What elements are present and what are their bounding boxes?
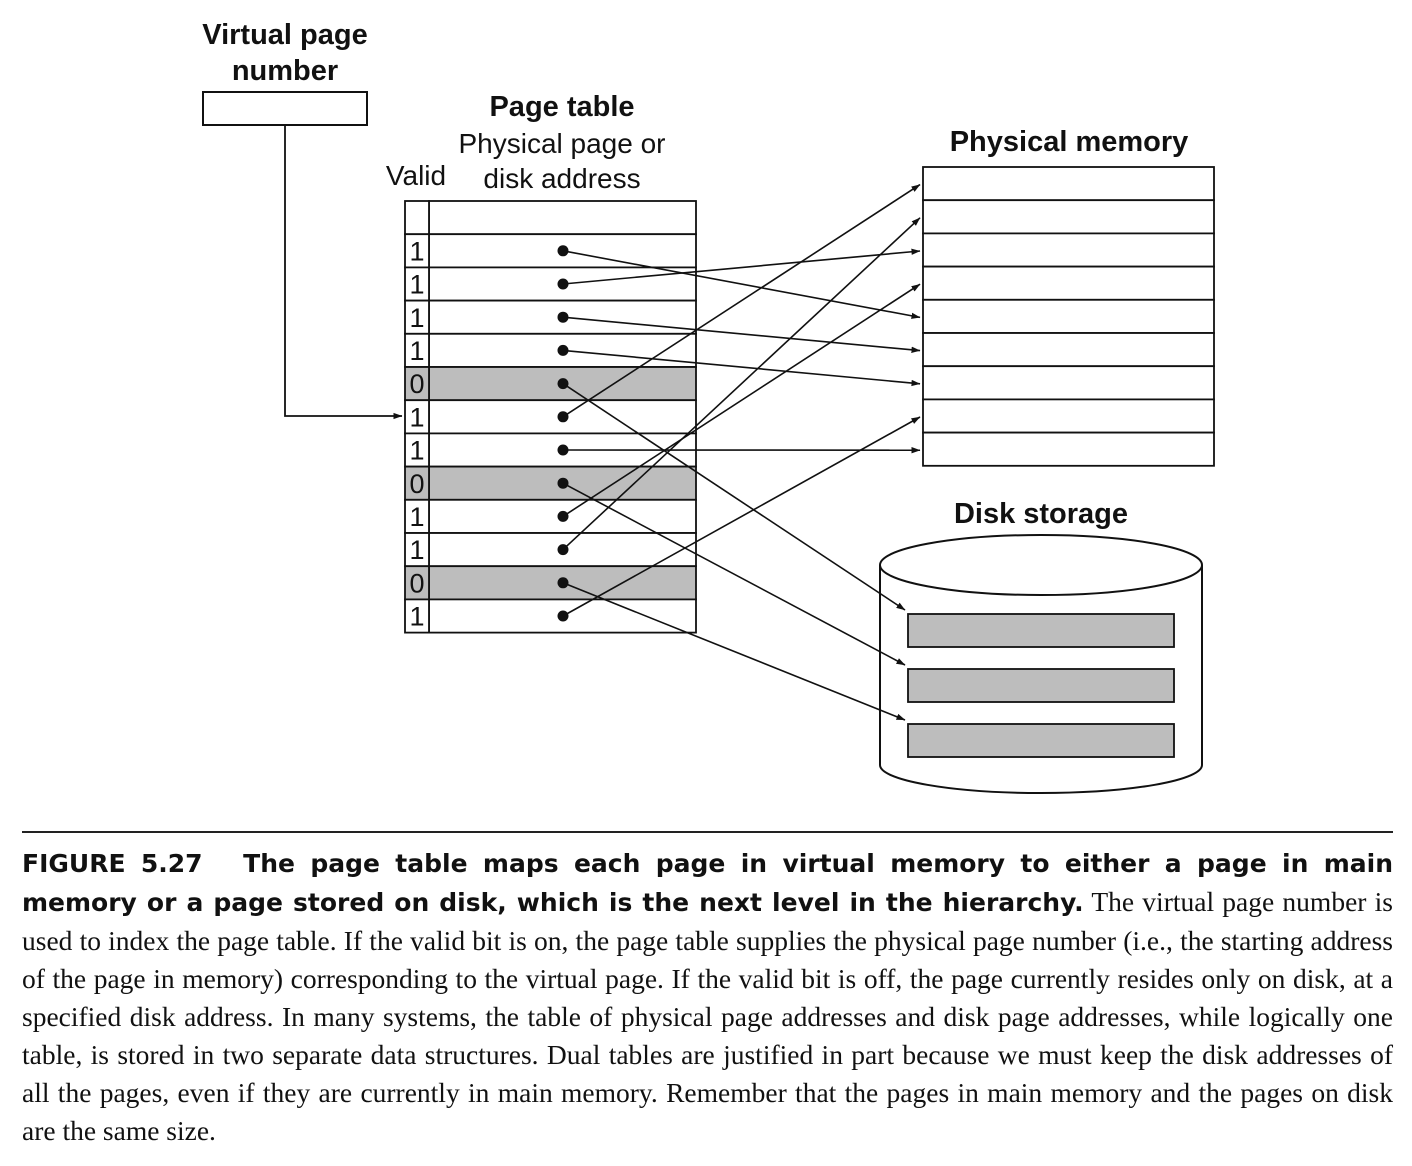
- valid-bit: 1: [409, 270, 424, 300]
- mapping-arrow: [562, 349, 921, 387]
- figure-body: The virtual page number is used to index…: [22, 886, 1393, 1146]
- mapping-arrow: [562, 416, 921, 617]
- valid-bit: 1: [409, 236, 424, 266]
- figure-number: FIGURE 5.27: [22, 849, 203, 878]
- physical-memory-page: [922, 398, 1215, 434]
- mapping-arrow: [562, 482, 906, 666]
- valid-bit: 0: [409, 469, 424, 499]
- valid-bit-cell: [404, 498, 430, 534]
- valid-bit: 0: [409, 369, 424, 399]
- page-table-diagram: Virtual page number Page table Physical …: [202, 19, 1215, 794]
- page-table-header-row: [428, 200, 697, 236]
- page-table-header-valid: [404, 200, 430, 236]
- valid-bit: 1: [409, 436, 424, 466]
- valid-bit-cell: [404, 432, 430, 468]
- valid-bit-cell: [404, 565, 430, 601]
- valid-bit-cell: [404, 532, 430, 568]
- virtual-page-number-box: [202, 91, 368, 126]
- physical-memory-page: [922, 232, 1215, 268]
- disk-page-block: [907, 613, 1175, 648]
- physical-memory-label: Physical memory: [950, 126, 1189, 158]
- disk-page-block: [907, 723, 1175, 758]
- mapping-arrow: [562, 183, 921, 418]
- physical-memory-page: [922, 431, 1215, 467]
- mapping-arrows: [562, 183, 921, 721]
- physical-memory-page: [922, 199, 1215, 235]
- index-arrow: [284, 125, 403, 420]
- physical-memory-page: [922, 298, 1215, 334]
- pointer-dot: [557, 245, 569, 257]
- figure-caption: FIGURE 5.27 The page table maps each pag…: [22, 844, 1393, 1150]
- mapping-arrow: [562, 248, 921, 285]
- caption-divider: [22, 831, 1393, 833]
- valid-bit: 0: [409, 568, 424, 598]
- physical-page-label-line2: disk address: [483, 163, 640, 194]
- physical-memory-page: [922, 365, 1215, 401]
- valid-bit-cell: [404, 399, 430, 435]
- physical-page-label-line1: Physical page or: [458, 128, 665, 159]
- valid-bit: 1: [409, 402, 424, 432]
- mapping-arrow: [562, 316, 921, 353]
- figure-title: The page table maps each page in virtual…: [22, 849, 1394, 917]
- disk-blocks: [907, 613, 1175, 758]
- mapping-arrow: [562, 250, 921, 319]
- valid-bit: 1: [409, 303, 424, 333]
- valid-column-label: Valid: [386, 160, 446, 191]
- valid-bit: 1: [409, 602, 424, 632]
- physical-memory-page: [922, 166, 1215, 202]
- valid-bit: 1: [409, 336, 424, 366]
- valid-bit: 1: [409, 535, 424, 565]
- virtual-page-number-label-line2: number: [232, 55, 338, 87]
- valid-bit-cell: [404, 465, 430, 501]
- physical-memory-page: [922, 265, 1215, 301]
- valid-bit-cell: [404, 598, 430, 634]
- mapping-arrow: [562, 217, 921, 551]
- virtual-page-number-label-line1: Virtual page: [202, 19, 367, 51]
- disk-page-block: [907, 668, 1175, 703]
- mapping-arrow: [562, 382, 906, 611]
- mapping-arrow: [562, 283, 921, 518]
- physical-memory-page: [922, 332, 1215, 368]
- valid-bit-cell: [404, 233, 430, 269]
- disk-storage-label: Disk storage: [954, 498, 1128, 530]
- physical-memory: [922, 166, 1215, 467]
- page-table-label: Page table: [489, 91, 634, 123]
- valid-bit: 1: [409, 502, 424, 532]
- mapping-arrow: [562, 582, 906, 721]
